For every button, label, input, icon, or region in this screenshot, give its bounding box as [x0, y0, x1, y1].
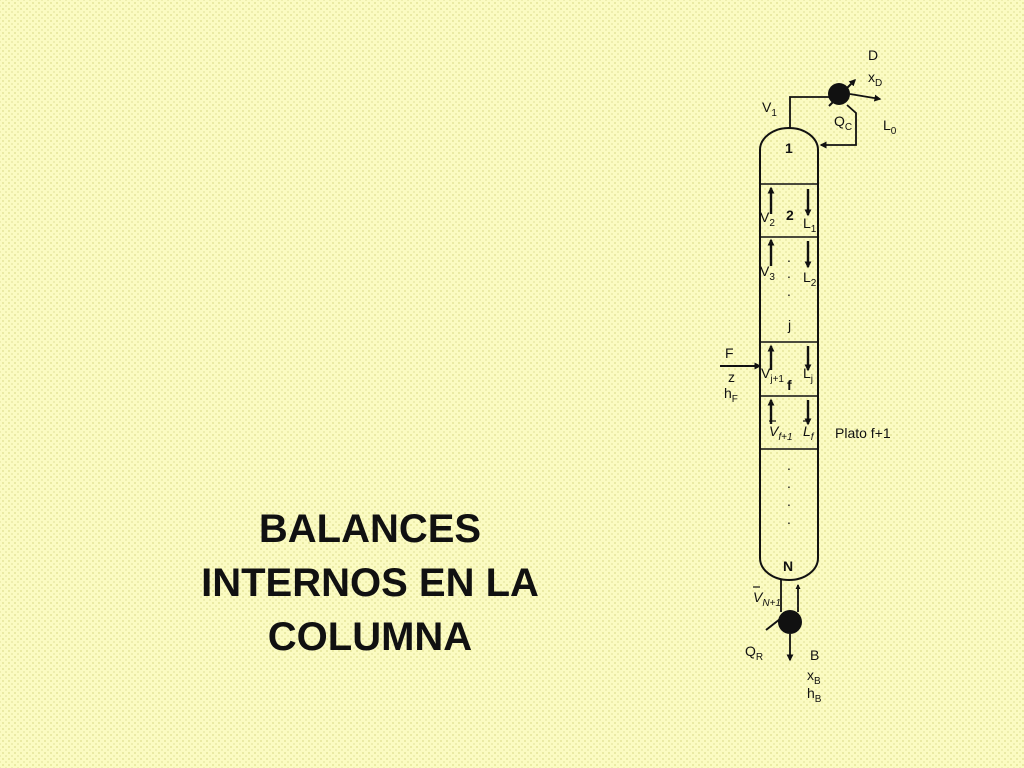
- label-QC: QC: [834, 113, 852, 133]
- ellipsis-dot: .: [787, 265, 791, 281]
- ellipsis-dot: .: [787, 283, 791, 299]
- label-L0: L0: [883, 117, 897, 137]
- reflux-line: [819, 104, 857, 149]
- label-xB: xB: [807, 667, 821, 687]
- stage-j-label: j: [787, 317, 791, 333]
- slide-title: BALANCES INTERNOS EN LA COLUMNA: [150, 502, 590, 664]
- ellipsis-dot: .: [787, 511, 791, 527]
- label-V3: V3: [760, 263, 775, 283]
- label-L1: L1: [803, 215, 817, 235]
- stage-1-label: 1: [785, 140, 793, 156]
- overhead-vapor-line: [789, 96, 830, 128]
- label-V1: V1: [762, 99, 777, 119]
- ellipsis-dot: .: [787, 457, 791, 473]
- stage-2-label: 2: [786, 207, 794, 223]
- label-Vj1: Vj+1: [761, 365, 784, 385]
- label-F: F: [725, 345, 734, 361]
- distillate-arrow: [849, 93, 882, 102]
- label-z: z: [728, 369, 735, 385]
- stage-N-label: N: [783, 558, 793, 574]
- label-hF: hF: [724, 385, 738, 405]
- label-xD: xD: [868, 69, 882, 89]
- label-B: B: [810, 647, 819, 663]
- ellipsis-dot: .: [787, 475, 791, 491]
- label-Vf1: Vf+1: [769, 423, 793, 443]
- label-V2: V2: [760, 209, 775, 229]
- column-vessel: [759, 127, 819, 581]
- title-line-3: COLUMNA: [267, 615, 473, 659]
- label-Lj: Lj: [803, 365, 813, 385]
- label-Lf: Lf: [803, 423, 815, 443]
- stage-f-label: f: [787, 377, 792, 393]
- condenser-icon: [828, 83, 850, 105]
- reboiler-icon: [778, 610, 802, 634]
- title-line-1: BALANCES: [258, 507, 482, 551]
- label-plato: Plato f+1: [835, 425, 891, 441]
- label-QR: QR: [745, 643, 763, 663]
- label-D: D: [868, 47, 878, 63]
- ellipsis-dot: .: [787, 249, 791, 265]
- label-L2: L2: [803, 269, 817, 289]
- label-VN1: VN+1: [753, 589, 781, 609]
- condenser-heat-arrow: [828, 79, 856, 107]
- title-line-2: INTERNOS EN LA: [201, 561, 539, 605]
- ellipsis-dot: .: [787, 493, 791, 509]
- reboiler-heat-arrow: [765, 611, 791, 631]
- label-hB: hB: [807, 685, 822, 705]
